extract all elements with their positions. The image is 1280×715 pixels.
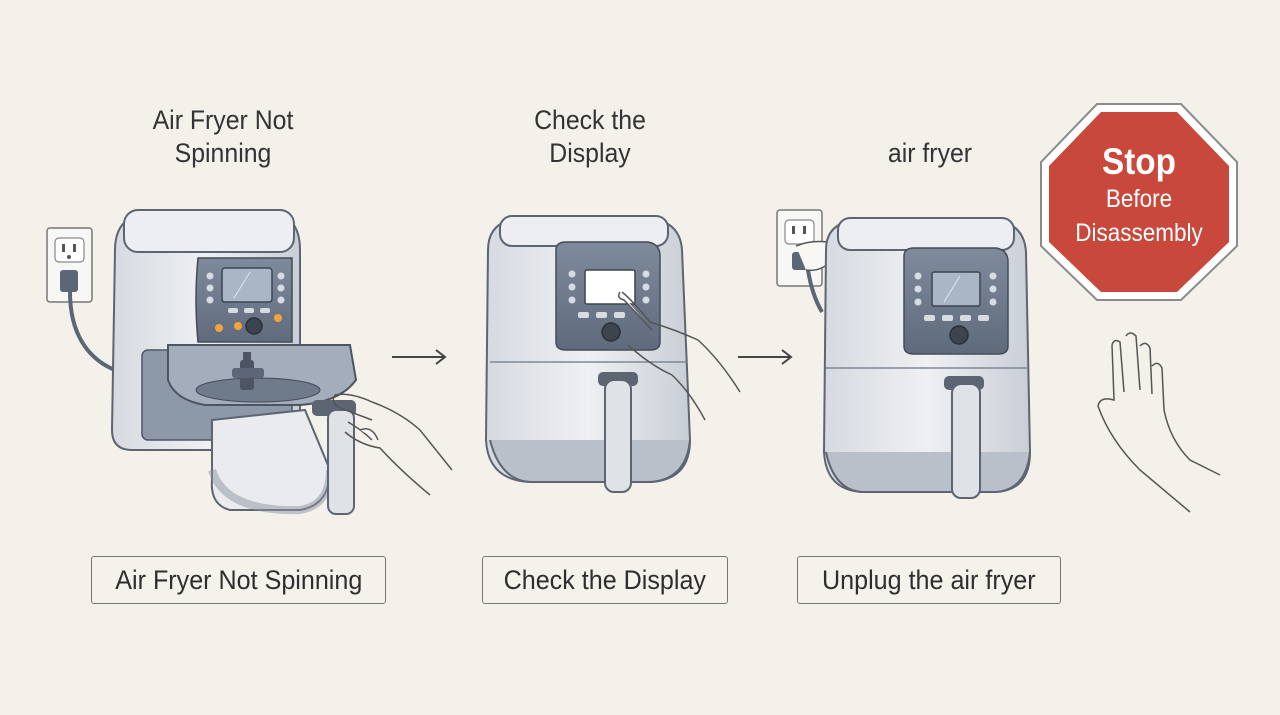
stop-sign-title: Stop: [1102, 141, 1176, 182]
hand-icon: [617, 291, 741, 421]
step-3-label-text: Unplug the air fryer: [822, 564, 1036, 595]
stop-sign-line-2: Disassembly: [1075, 219, 1203, 247]
step-2-title: Check the Display: [534, 105, 646, 168]
wall-outlet-icon: [46, 227, 93, 303]
hand-icon: [332, 393, 453, 496]
step-1-label-text: Air Fryer Not Spinning: [114, 564, 363, 595]
step-1-title: Air Fryer Not Spinning: [152, 105, 294, 168]
step-2-label-text: Check the Display: [503, 564, 707, 595]
step-3-title: air fryer: [887, 138, 973, 168]
hand-icon: [1097, 332, 1221, 513]
step-3-label: Unplug the air fryer: [797, 556, 1061, 604]
air-fryer-icon: [484, 215, 692, 493]
arrow-right-icon: [738, 349, 793, 365]
stop-sign-icon: [1040, 103, 1238, 301]
air-fryer-icon: [110, 209, 358, 515]
air-fryer-icon: [822, 217, 1032, 499]
stop-sign-line-1: Before: [1105, 185, 1173, 213]
step-1-label: Air Fryer Not Spinning: [91, 556, 386, 604]
arrow-right-icon: [392, 349, 447, 365]
step-2-label: Check the Display: [482, 556, 728, 604]
